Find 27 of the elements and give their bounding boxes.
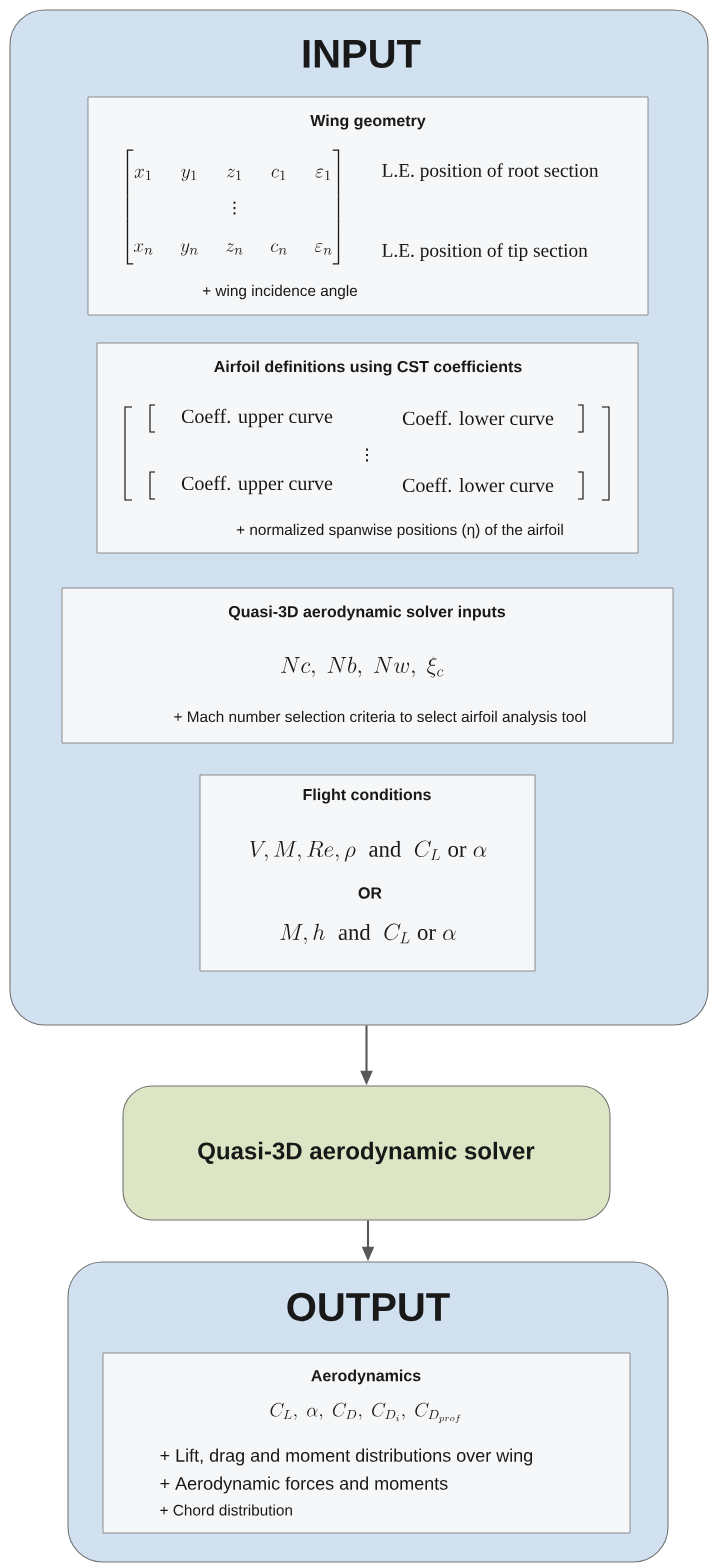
formula: $V, M, Re, \rho\ \ \mathrm{and}\ \ C_L\ \mathrm{or}\ \alpha$ [250,840,487,862]
formula: $Nc,\ Nb,\ Nw,\ \xi_c$ [281,656,444,678]
formula: $C_L,\ \alpha,\ C_D,\ C_{D_i},\ C_{D_{prof}}$ [270,1402,461,1423]
box-text: Coeff. lower curve [402,477,554,493]
formula: $\vdots$ [366,448,368,462]
box-text: L.E. position of root section [382,163,599,181]
box-title: Quasi-3D aerodynamic solver [198,1141,535,1165]
box-text: Coeff. lower curve [402,410,554,426]
note-text: + wing incidence angle [202,284,358,300]
panel-title: OUTPUT [287,1292,450,1322]
note-text: + Lift, drag and moment distributions over wing [160,1448,533,1466]
box-title: Quasi-3D aerodynamic solver inputs [228,605,506,621]
note-text: + Mach number selection criteria to select airfoil analysis tool [174,710,586,726]
box-text: Coeff. upper curve [181,475,333,495]
formula: $M, h\ \ \mathrm{and}\ \ C_L\ \mathrm{or}\ \alpha$ [280,923,456,945]
note-text: + Aerodynamic forces and moments [160,1476,448,1494]
box-title: Aerodynamics [311,1369,421,1385]
note-text: + Chord distribution [160,1504,292,1516]
box-text: L.E. position of tip section [382,243,588,261]
formula: $\begin{bmatrix} x_1 & y_1 & z_1 & c_1 & \varepsilon_1 \\ & & \vdots & & \\ x_n & y_n & z_n & c_n & \varepsilon_n \end{bmatrix}$ [126,149,340,265]
panel-title: INPUT [303,40,421,68]
box-title: Flight conditions [303,788,431,804]
box-title: OR [358,887,382,899]
box-text: Coeff. upper curve [181,408,333,428]
box-title: Wing geometry [310,114,426,130]
box-title: Airfoil definitions using CST coefficients [214,360,522,376]
note-text: + normalized spanwise positions (η) of the airfoil [236,523,563,539]
